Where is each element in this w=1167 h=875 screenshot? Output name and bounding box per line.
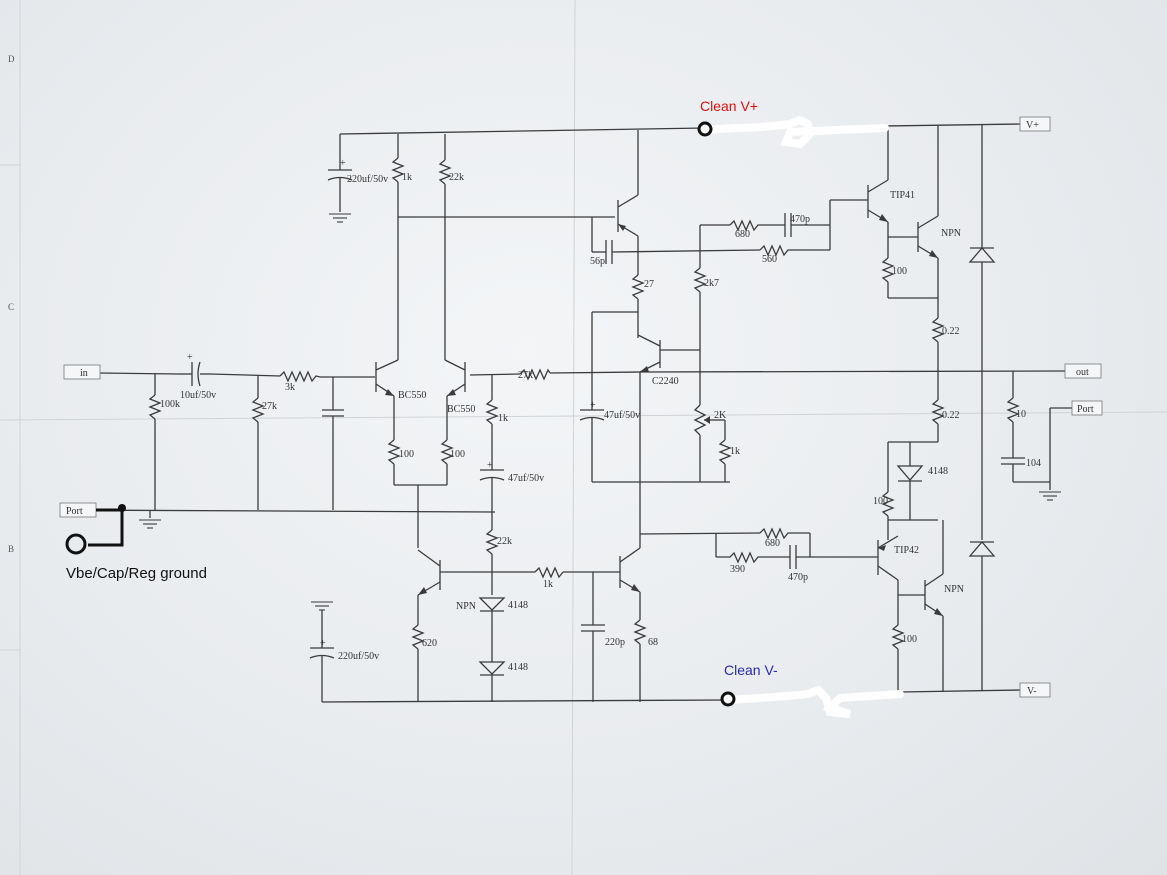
flyback-diode-top: [968, 247, 996, 263]
svg-text:+: +: [320, 638, 326, 649]
r-022-bot-label: 0.22: [942, 410, 960, 421]
r-680-top-label: 680: [735, 229, 750, 240]
c-input-label: 10uf/50v: [180, 390, 216, 401]
r-22k-top-label: 22k: [449, 172, 464, 183]
c-220uf-top-label: 220uf/50v: [347, 174, 388, 185]
vminus-rail-right: [899, 689, 1021, 693]
clean-vminus-wire: [724, 685, 904, 718]
port-right-label: Port: [1077, 404, 1094, 415]
c-220uf-bot-label: 220uf/50v: [338, 651, 379, 662]
c-104-label: 104: [1026, 458, 1041, 469]
output-line: [639, 370, 1066, 373]
q-bc550-a-label: BC550: [398, 390, 426, 401]
r-1k-bot-label: 1k: [543, 579, 553, 590]
svg-text:+: +: [187, 352, 193, 363]
svg-text:+: +: [590, 400, 596, 411]
r-27k-fb-label: 27k: [518, 370, 533, 381]
r-620-label: 620: [422, 638, 437, 649]
border-letter-d: D: [8, 54, 15, 64]
r-1k-fb-label: 1k: [498, 413, 508, 424]
q-tip42-label: TIP42: [894, 545, 919, 556]
r-100k-label: 100k: [160, 399, 180, 410]
d-4148-b-label: 4148: [508, 662, 528, 673]
vplus-port-label: V+: [1026, 120, 1039, 131]
in-port-label: in: [80, 368, 88, 379]
clean-vplus-wire: [701, 115, 889, 149]
ground-terminal: [65, 533, 87, 555]
r-560-label: 560: [762, 254, 777, 265]
border-letter-c: C: [8, 302, 14, 312]
npn-left-label: NPN: [456, 601, 476, 612]
port-left-label: Port: [66, 506, 83, 517]
r-27-label: 27: [644, 279, 654, 290]
r-390-label: 390: [730, 564, 745, 575]
vminus-port-label: V-: [1027, 686, 1037, 697]
vplus-rail-left: [339, 127, 706, 135]
out-port-label: out: [1076, 367, 1089, 378]
clean-vminus-terminal: [720, 691, 736, 707]
r-10-label: 10: [1016, 409, 1026, 420]
c-47uf-vbe-label: 47uf/50v: [604, 410, 640, 421]
r-68-label: 68: [648, 637, 658, 648]
ground-handwire-dot: [118, 504, 126, 512]
q-bc550-b-label: BC550: [447, 404, 475, 415]
r-100-bot-label: 100: [902, 634, 917, 645]
clean-vminus-label: Clean V-: [724, 662, 778, 678]
c-470p-bot-label: 470p: [788, 572, 808, 583]
r-2k7-label: 2k7: [704, 278, 719, 289]
pot-2k-label: 2K: [714, 410, 727, 421]
c-47uf-fb-label: 47uf/50v: [508, 473, 544, 484]
paper-fold: [571, 0, 576, 875]
c-56p-label: 56p: [590, 256, 605, 267]
r-100-a-label: 100: [399, 449, 414, 460]
svg-text:+: +: [340, 158, 346, 169]
clean-vplus-label: Clean V+: [700, 98, 758, 114]
r-100-top-label: 100: [892, 266, 907, 277]
r-100-b-label: 100: [450, 449, 465, 460]
c-470p-top-label: 470p: [790, 214, 810, 225]
q-c2240-label: C2240: [652, 376, 679, 387]
npn-bot-label: NPN: [944, 584, 964, 595]
r-100-out-label: 100: [873, 496, 888, 507]
flyback-diode-bottom: [968, 541, 996, 557]
ground-line: [59, 509, 496, 513]
d-4148-out: [896, 465, 924, 481]
r-22k-mid-label: 22k: [497, 536, 512, 547]
q-tip41-label: TIP41: [890, 190, 915, 201]
c-220p-label: 220p: [605, 637, 625, 648]
svg-text:+: +: [487, 460, 493, 471]
r-3k-label: 3k: [285, 382, 295, 393]
r-022-top-label: 0.22: [942, 326, 960, 337]
ground-handwire: [88, 508, 124, 547]
d-4148-a-label: 4148: [508, 600, 528, 611]
vplus-rail-right: [884, 123, 1021, 127]
r-1k-top-label: 1k: [402, 172, 412, 183]
vminus-rail-left: [321, 699, 729, 703]
d-4148-out-label: 4148: [928, 466, 948, 477]
npn-top-label: NPN: [941, 228, 961, 239]
r-680-bot-label: 680: [765, 538, 780, 549]
ground-note: Vbe/Cap/Reg ground: [66, 565, 207, 582]
border-letter-b: B: [8, 544, 14, 554]
r-1k-vbe-label: 1k: [730, 446, 740, 457]
clean-vplus-terminal: [697, 121, 713, 137]
paper-fold: [0, 411, 1167, 421]
r-27k-in-label: 27k: [262, 401, 277, 412]
